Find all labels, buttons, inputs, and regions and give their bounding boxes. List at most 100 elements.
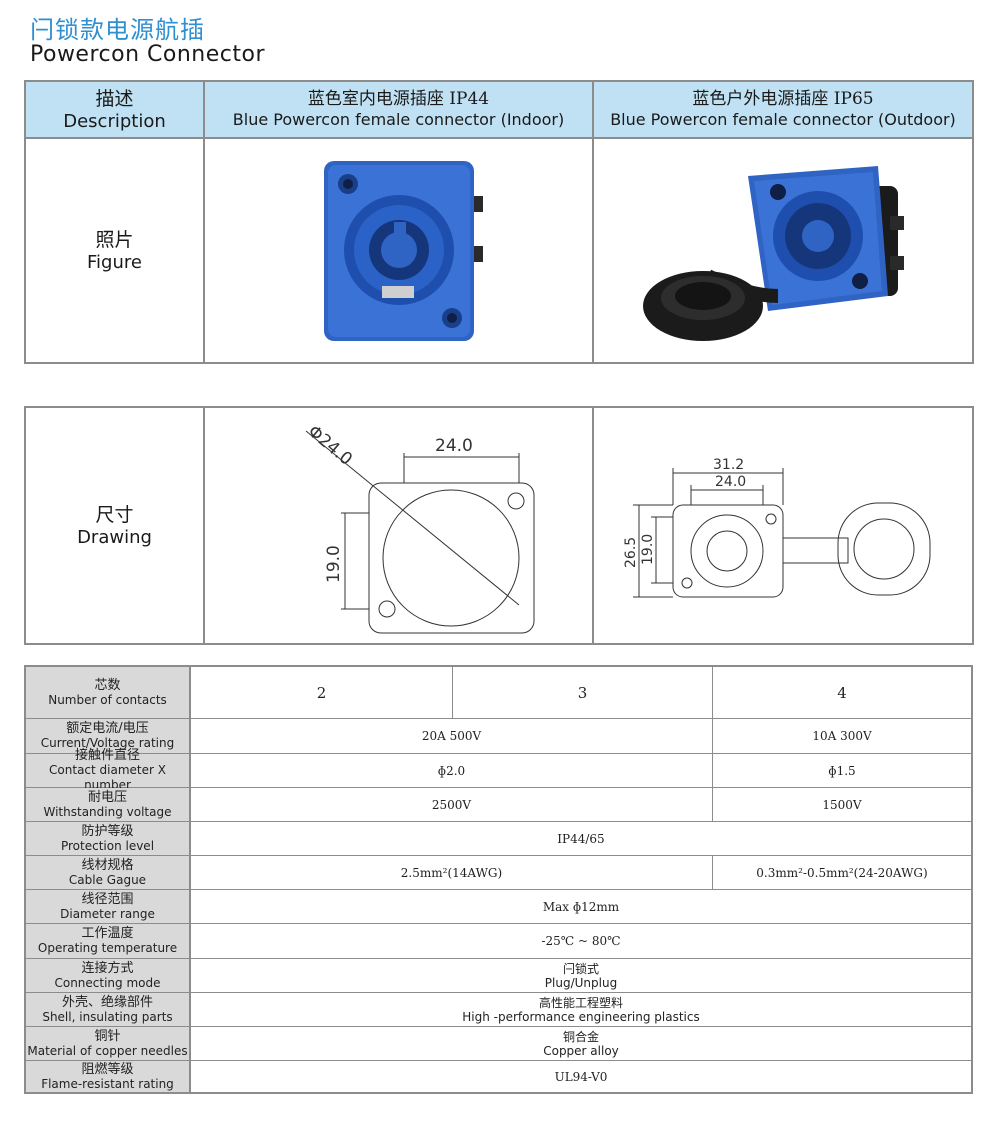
indoor-drawing-cell: Φ24.0 24.0 19.0: [205, 408, 594, 643]
indoor-diameter-label: Φ24.0: [303, 422, 355, 470]
outdoor-outer-height-label: 26.5: [623, 537, 639, 568]
spec-value: 0.3mm²-0.5mm²(24-20AWG): [756, 865, 928, 880]
header-outdoor-en: Blue Powercon female connector (Outdoor): [610, 110, 956, 129]
outdoor-dimension-drawing: 31.2 24.0 26.5 19.0: [623, 457, 931, 598]
spec-value: UL94-V0: [554, 1069, 608, 1084]
spec-value: 1500V: [822, 797, 862, 812]
spec-value: 4: [837, 683, 847, 702]
spec-value: ɸ2.0: [191, 754, 713, 787]
label-cn: 额定电流/电压: [66, 721, 149, 736]
header-outdoor-cn: 蓝色户外电源插座 IP65: [692, 89, 874, 109]
spec-value: Max ɸ12mm: [542, 899, 620, 914]
indoor-connector-image: [323, 160, 483, 341]
spec-value: -25℃ ~ 80℃: [541, 934, 621, 948]
outdoor-drawing-cell: 31.2 24.0 26.5 19.0: [594, 408, 972, 643]
header-outdoor: 蓝色户外电源插座 IP65 Blue Powercon female conne…: [594, 82, 972, 139]
figure-label-en: Figure: [87, 251, 142, 273]
label-cn: 外壳、绝缘部件: [61, 994, 153, 1010]
drawing-table: 尺寸 Drawing Φ24.0 24.0 19.0: [24, 406, 974, 645]
spec-value: 2500V: [191, 788, 713, 821]
label-en: Material of copper needles: [27, 1043, 188, 1058]
label-en: Current/Voltage rating: [40, 736, 175, 750]
label-en: Flame-resistant rating: [41, 1076, 174, 1091]
label-en: Protection level: [60, 838, 155, 853]
indoor-width-label: 24.0: [435, 436, 473, 456]
label-en: Shell, insulating parts: [42, 1009, 173, 1024]
header-description-cn: 描述: [95, 87, 134, 110]
label-cn: 线材规格: [81, 857, 134, 873]
value-en: Plug/Unplug: [544, 975, 618, 990]
label-cn: 连接方式: [81, 960, 134, 976]
header-description-en: Description: [63, 110, 166, 132]
spec-value-pair: 闩锁式 Plug/Unplug: [191, 959, 971, 992]
label-en: Cable Gague: [68, 872, 147, 887]
value-en: Copper alloy: [543, 1043, 619, 1058]
spec-value-pair: 铜合金 Copper alloy: [191, 1027, 971, 1060]
spec-value: 2.5mm²(14AWG): [191, 856, 713, 889]
outdoor-photo-cell: [594, 139, 972, 362]
title-cn: 闩锁款电源航插: [30, 16, 205, 44]
label-cn: 阻燃等级: [81, 1061, 134, 1077]
label-cn: 防护等级: [81, 823, 134, 839]
spec-value: 20A 500V: [191, 719, 713, 753]
row-drawing-label: 尺寸 Drawing: [26, 408, 205, 643]
outdoor-inner-width-label: 24.0: [715, 474, 746, 490]
drawing-label-cn: 尺寸: [95, 503, 134, 526]
description-table: 描述 Description 蓝色室内电源插座 IP44 Blue Powerc…: [24, 80, 974, 364]
title-en: Powercon Connector: [30, 42, 265, 67]
label-cn: 耐电压: [87, 789, 127, 805]
figure-label-cn: 照片: [95, 228, 134, 251]
value-en: High -performance engineering plastics: [462, 1009, 700, 1024]
spec-value-pair: 高性能工程塑料 High -performance engineering pl…: [191, 993, 971, 1026]
outdoor-inner-height-label: 19.0: [640, 534, 656, 565]
label-cn: 接触件直径: [74, 748, 140, 763]
spec-value: 2: [191, 667, 453, 718]
label-cn: 芯数: [94, 677, 121, 693]
value-cn: 闩锁式: [562, 961, 599, 976]
header-description: 描述 Description: [26, 82, 205, 139]
header-indoor-cn: 蓝色室内电源插座 IP44: [307, 89, 490, 109]
spec-value: ɸ1.5: [828, 763, 856, 778]
value-cn: 铜合金: [562, 1029, 599, 1044]
label-en: Operating temperature: [37, 941, 178, 955]
spec-value: 3: [453, 667, 713, 718]
header-indoor-en: Blue Powercon female connector (Indoor): [232, 110, 565, 129]
drawing-label-en: Drawing: [77, 526, 152, 548]
label-en: Connecting mode: [54, 975, 161, 990]
label-en: Withstanding voltage: [43, 804, 172, 819]
label-en: Number of contacts: [48, 692, 167, 707]
row-figure-label: 照片 Figure: [26, 139, 205, 362]
label-cn: 线径范围: [81, 891, 134, 907]
spec-value: IP44/65: [557, 831, 605, 846]
value-cn: 高性能工程塑料: [538, 995, 623, 1010]
indoor-dimension-drawing: Φ24.0 24.0 19.0: [303, 422, 534, 634]
outdoor-connector-image: [643, 165, 904, 341]
spec-value: 10A 300V: [812, 729, 872, 743]
label-cn: 铜针: [94, 1028, 121, 1044]
label-cn: 工作温度: [81, 926, 134, 941]
